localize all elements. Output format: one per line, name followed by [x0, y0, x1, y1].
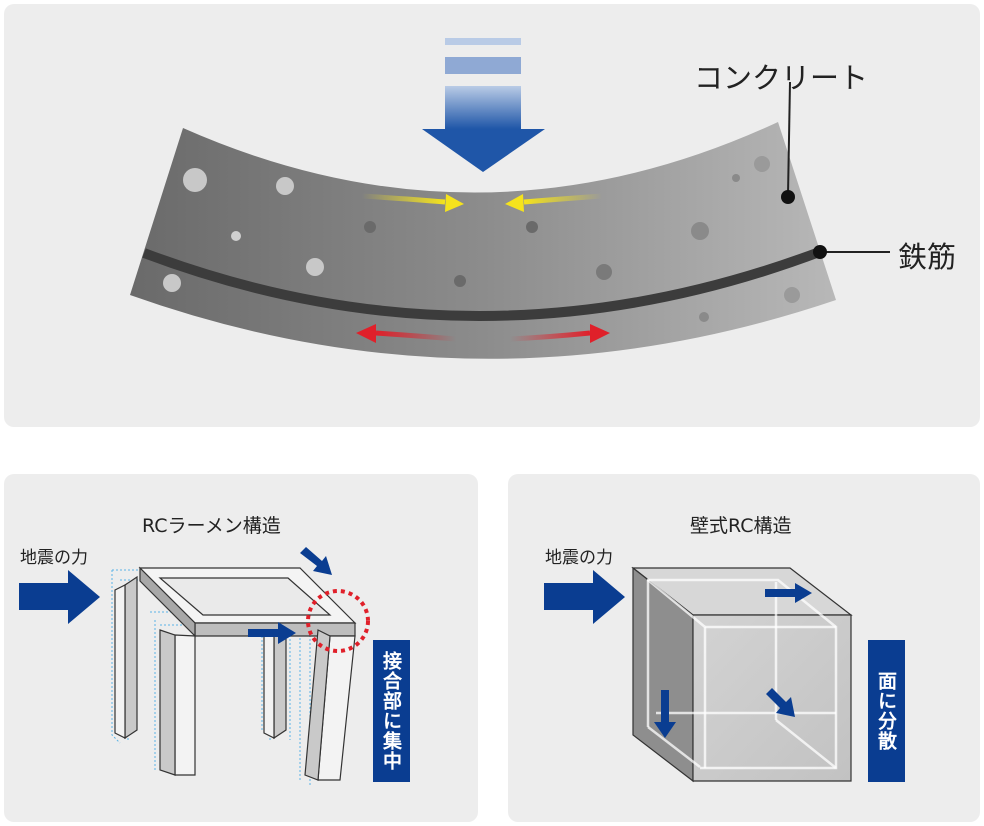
rebar-label: 鉄筋 — [898, 240, 957, 274]
rahmen-force-label: 地震の力 — [20, 548, 88, 568]
rahmen-title: RCラーメン構造 — [142, 515, 281, 537]
rahmen-force-arrow-icon — [19, 570, 100, 624]
aggregate-dots — [163, 156, 800, 322]
wall-force-arrow-icon — [544, 570, 625, 624]
tension-arrows-icon — [356, 324, 610, 343]
concrete-leader — [781, 81, 795, 204]
rahmen-force-small-arrows — [248, 547, 332, 644]
wall-force-small-arrows — [654, 583, 812, 738]
wall-title: 壁式RC構造 — [690, 515, 792, 537]
joint-highlight-circle — [306, 589, 370, 653]
rahmen-frame — [114, 566, 357, 781]
wall-callout-box: 面に分散 — [868, 640, 905, 782]
rebar-leader — [813, 245, 890, 259]
concrete-label: コンクリート — [694, 61, 869, 95]
wall-callout-text: 面に分散 — [875, 671, 897, 751]
load-arrow-icon — [422, 38, 545, 172]
wall-force-label: 地震の力 — [545, 548, 613, 568]
wall-box — [631, 566, 853, 783]
rahmen-callout-text: 接合部に集中 — [380, 651, 402, 771]
rahmen-callout-box: 接合部に集中 — [373, 640, 410, 782]
compression-arrows-icon — [361, 193, 603, 212]
rebar-line — [142, 246, 824, 321]
